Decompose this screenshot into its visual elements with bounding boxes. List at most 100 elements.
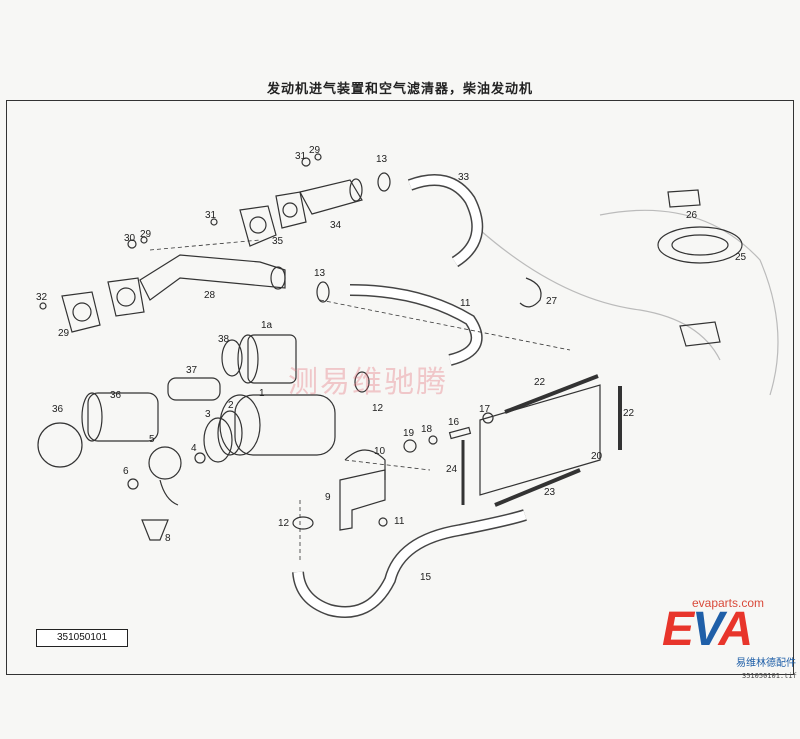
callout-12: 12 — [372, 403, 384, 414]
callout-5: 5 — [149, 434, 155, 445]
diagram-frame — [6, 100, 794, 675]
cover-24 — [657, 226, 743, 264]
callout-25: 26 — [686, 210, 698, 221]
filter-housing-1 — [234, 394, 336, 456]
bolt-29-top — [314, 153, 322, 161]
bolt-31-top — [210, 218, 218, 226]
clamp-12-bottom — [292, 516, 314, 530]
logo-letter-v: V — [692, 603, 720, 656]
bolt-10 — [378, 517, 388, 527]
nut-4 — [194, 452, 206, 464]
callout-29b: 29 — [140, 229, 152, 240]
callout-21: 22 — [623, 408, 635, 419]
logo-subtitle: 易维林德配件 — [736, 658, 796, 669]
bolt-30-top — [301, 157, 311, 167]
washer-17 — [482, 412, 494, 424]
callout-32: 33 — [458, 172, 470, 183]
callout-23: 24 — [446, 464, 458, 475]
bracket-8 — [339, 469, 386, 531]
callout-28: 29 — [58, 328, 70, 339]
callout-19: 19 — [403, 428, 415, 439]
mount-plate — [679, 321, 721, 347]
callout-11: 11 — [460, 298, 471, 309]
logo-url: evaparts.com — [691, 596, 765, 610]
callout-22: 22 — [534, 377, 546, 388]
callout-2: 2 — [228, 400, 234, 411]
hose-15 — [292, 509, 527, 618]
eva-logo: evaparts.com EVA 易维林德配件 — [660, 596, 796, 678]
watermark-text: 测易维驰腾 — [288, 365, 448, 400]
callout-10: 11 — [394, 516, 405, 527]
callout-13b: 13 — [314, 268, 326, 279]
bar-22-top — [504, 374, 599, 414]
page-title: 发动机进气装置和空气滤清器，柴油发动机 — [266, 82, 533, 97]
callout-29: 29 — [309, 145, 321, 156]
cap-35 — [37, 422, 83, 468]
callout-18: 18 — [421, 424, 433, 435]
callout-16: 16 — [448, 417, 460, 428]
engine-outline — [599, 209, 779, 396]
hose-15-inner — [293, 510, 527, 617]
callout-4: 4 — [191, 443, 197, 454]
callout-7: 8 — [165, 533, 171, 544]
clamp-12-right — [354, 371, 370, 393]
callout-26: 27 — [546, 296, 558, 307]
bolt-29-left — [140, 236, 148, 244]
cap-25 — [667, 189, 701, 208]
callout-30: 31 — [295, 151, 307, 162]
callout-3: 3 — [205, 409, 211, 420]
clamp-13-mid — [316, 281, 330, 303]
callout-24: 25 — [735, 252, 747, 263]
callout-12b: 12 — [278, 518, 290, 529]
callout-38: 38 — [218, 334, 230, 345]
ring-38 — [221, 339, 243, 377]
callout-31b: 32 — [36, 292, 48, 303]
callout-15: 15 — [420, 572, 432, 583]
flange-28 — [61, 291, 101, 333]
callout-22b: 23 — [544, 487, 556, 498]
filter-36 — [87, 392, 159, 442]
frame-20 — [479, 384, 601, 496]
pipe-33-end — [349, 178, 363, 202]
callout-6: 6 — [123, 466, 129, 477]
callout-31: 31 — [205, 210, 217, 221]
cover-2 — [217, 410, 243, 456]
logo-letter-a: A — [718, 603, 753, 656]
stud-16 — [448, 426, 472, 440]
cover-3 — [203, 417, 233, 463]
flange-34 — [239, 205, 277, 247]
flange-28b — [107, 277, 145, 317]
callout-36: 36 — [110, 390, 122, 401]
valve-5-spout — [159, 479, 179, 506]
clip-26 — [519, 277, 542, 308]
logo-letter-e: E — [662, 603, 694, 656]
flange-34b — [275, 191, 307, 229]
callout-33: 34 — [330, 220, 342, 231]
document-reference: 351050101.tif — [742, 672, 797, 680]
callout-13: 13 — [376, 154, 388, 165]
part-number-label: 351050101 — [36, 629, 128, 647]
strap-9 — [344, 449, 386, 480]
callout-8: 9 — [325, 492, 331, 503]
hose-32-inner — [408, 175, 482, 266]
callout-17: 17 — [479, 404, 491, 415]
pipe-33 — [299, 179, 363, 215]
callout-27: 28 — [204, 290, 216, 301]
callout-labels: 31 29 13 33 31 34 35 30 29 26 25 13 27 3… — [36, 145, 747, 583]
logo-mark: EVA — [662, 606, 794, 654]
leader-lines — [149, 239, 571, 560]
valve-5 — [148, 446, 182, 480]
pipe-27-end — [270, 266, 286, 290]
filter-37 — [167, 377, 221, 401]
bolt-6 — [127, 478, 139, 490]
nut-19 — [403, 439, 417, 453]
callout-1: 1 — [259, 388, 265, 399]
clamp-7 — [141, 519, 169, 541]
callout-1a: 1a — [261, 320, 273, 331]
engine-outline-2 — [479, 229, 721, 361]
bolt-31-left — [39, 302, 47, 310]
callout-9: 10 — [374, 446, 386, 457]
callout-35: 36 — [52, 404, 64, 415]
